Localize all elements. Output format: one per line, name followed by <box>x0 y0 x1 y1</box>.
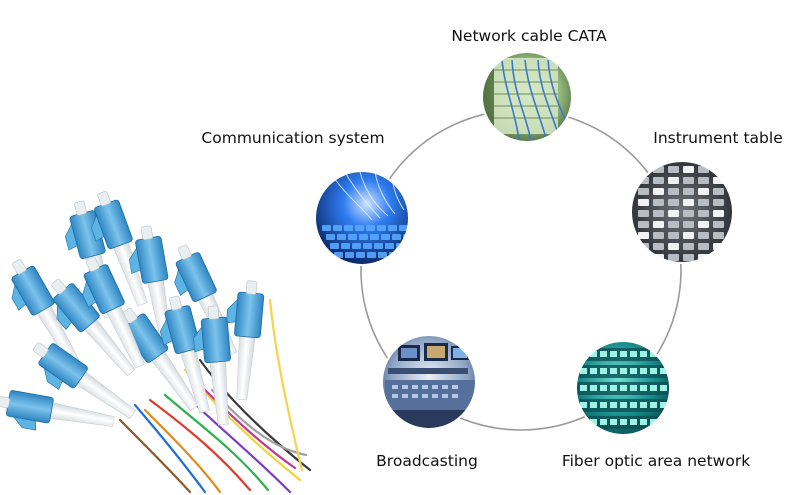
communication-system-label: Communication system <box>201 129 384 147</box>
fiber-area-network-label: Fiber optic area network <box>562 452 750 470</box>
fiber-keyboard-photo <box>315 171 409 265</box>
network-switch-photo <box>576 341 670 435</box>
lc-connector <box>51 278 136 377</box>
broadcasting-node: Broadcasting <box>376 334 478 470</box>
fiber-optic-pigtail-lc-connectors-photo <box>0 191 312 494</box>
lc-connector <box>11 259 81 368</box>
network-cable-label: Network cable CATA <box>451 27 607 45</box>
lc-connector <box>226 280 265 401</box>
broadcasting-label: Broadcasting <box>376 452 478 470</box>
server-panel-photo <box>631 161 733 263</box>
lc-connector <box>193 305 231 426</box>
server-rack-cables-photo <box>482 52 572 142</box>
lc-connector <box>91 191 148 307</box>
communication-system-node: Communication system <box>201 129 410 266</box>
network-cable-node: Network cable CATA <box>451 27 607 143</box>
lc-connector <box>82 256 146 369</box>
fiber-area-network-node: Fiber optic area network <box>562 340 750 470</box>
lc-connector <box>32 342 137 419</box>
instrument-table-node: Instrument table <box>630 129 783 264</box>
instrument-table-label: Instrument table <box>653 129 782 147</box>
lc-connector <box>159 295 210 414</box>
lc-connector <box>0 390 115 431</box>
broadcast-control-room-photo <box>382 335 476 429</box>
